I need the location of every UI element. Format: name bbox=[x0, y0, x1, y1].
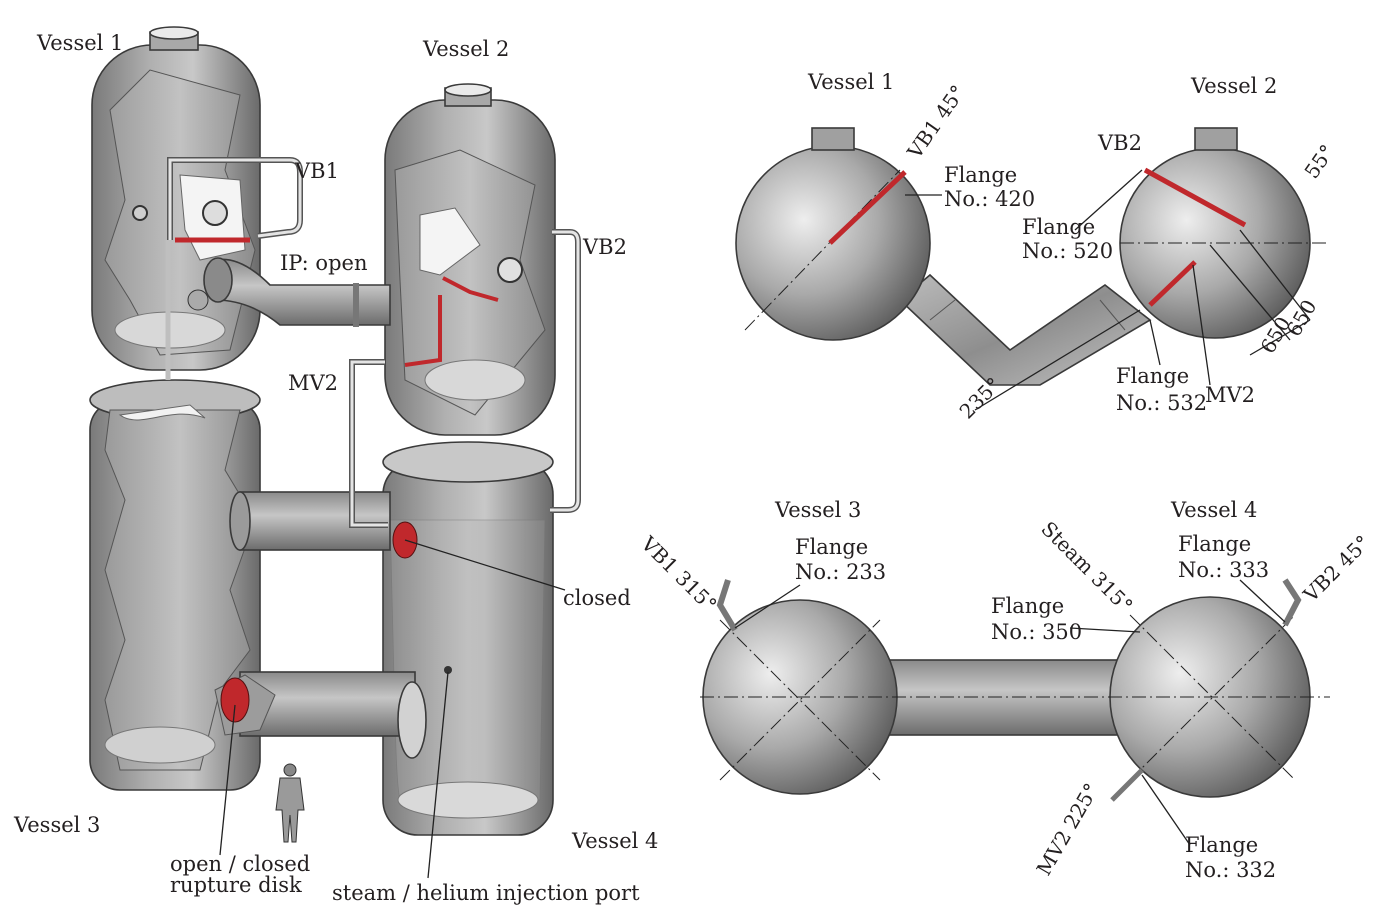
flange233-line1: Flange bbox=[795, 535, 868, 559]
connecting-pipes-lower bbox=[214, 491, 427, 759]
iso-vb2-label: VB2 bbox=[582, 235, 627, 259]
flange332-line2: No.: 332 bbox=[1185, 858, 1276, 882]
flange233-line2: No.: 233 bbox=[795, 560, 886, 584]
iso-closed-label: closed bbox=[563, 586, 631, 610]
person-silhouette bbox=[275, 763, 305, 843]
top-vb1-label: VB1 45° bbox=[902, 81, 970, 164]
iso-vessel2-label: Vessel 2 bbox=[422, 37, 509, 61]
vessel1-body bbox=[91, 26, 303, 380]
angle55-label: 55° bbox=[1299, 140, 1339, 183]
flange350-line1: Flange bbox=[991, 594, 1064, 618]
flange420-line1: Flange bbox=[944, 163, 1017, 187]
iso-injection-label: steam / helium injection port bbox=[332, 881, 640, 905]
vessel4-body bbox=[382, 441, 554, 836]
iso-mv2-label: MV2 bbox=[288, 371, 338, 395]
flange520-line1: Flange bbox=[1022, 215, 1095, 239]
top-vessel3-label: Vessel 3 bbox=[774, 498, 861, 522]
lower-vb2-label: VB2 45° bbox=[1298, 530, 1375, 607]
top-view-lower: Vessel 3 Vessel 4 VB1 315° Flange No.: 2… bbox=[636, 498, 1375, 882]
flange532-line2: No.: 532 bbox=[1116, 391, 1207, 415]
top-vb2-label: VB2 bbox=[1097, 131, 1142, 155]
iso-rupture-label-2: rupture disk bbox=[170, 873, 302, 897]
top-vessel1-label: Vessel 1 bbox=[807, 70, 894, 94]
top-vessel4-label: Vessel 4 bbox=[1170, 498, 1257, 522]
top-mv2-label: MV2 bbox=[1205, 383, 1255, 407]
flange332-line1: Flange bbox=[1185, 833, 1258, 857]
flange333-line2: No.: 333 bbox=[1178, 558, 1269, 582]
lower-mv2-label: MV2 225° bbox=[1032, 779, 1104, 879]
iso-rupture-label-1: open / closed bbox=[170, 852, 310, 876]
flange350-line2: No.: 350 bbox=[991, 620, 1082, 644]
vessel2-body bbox=[349, 83, 581, 559]
iso-leader-lines bbox=[219, 539, 566, 879]
iso-vessel1-label: Vessel 1 bbox=[36, 31, 123, 55]
isometric-view: Vessel 1 Vessel 2 Vessel 3 Vessel 4 VB1 … bbox=[13, 26, 658, 905]
top-vessel2-label: Vessel 2 bbox=[1190, 74, 1277, 98]
flange420-line2: No.: 420 bbox=[944, 187, 1035, 211]
vessel3-body bbox=[89, 379, 261, 791]
lower-vb1-label: VB1 315° bbox=[636, 531, 722, 617]
iso-ip-label: IP: open bbox=[280, 251, 367, 275]
ip-pipe bbox=[203, 257, 391, 327]
top-view-upper: Vessel 1 Vessel 2 VB1 45° Flange No.: 42… bbox=[735, 70, 1339, 424]
iso-vessel4-label: Vessel 4 bbox=[571, 829, 658, 853]
flange520-line2: No.: 520 bbox=[1022, 239, 1113, 263]
flange333-line1: Flange bbox=[1178, 532, 1251, 556]
iso-vessel3-label: Vessel 3 bbox=[13, 813, 100, 837]
flange532-line1: Flange bbox=[1116, 364, 1189, 388]
iso-vb1-label: VB1 bbox=[294, 159, 339, 183]
